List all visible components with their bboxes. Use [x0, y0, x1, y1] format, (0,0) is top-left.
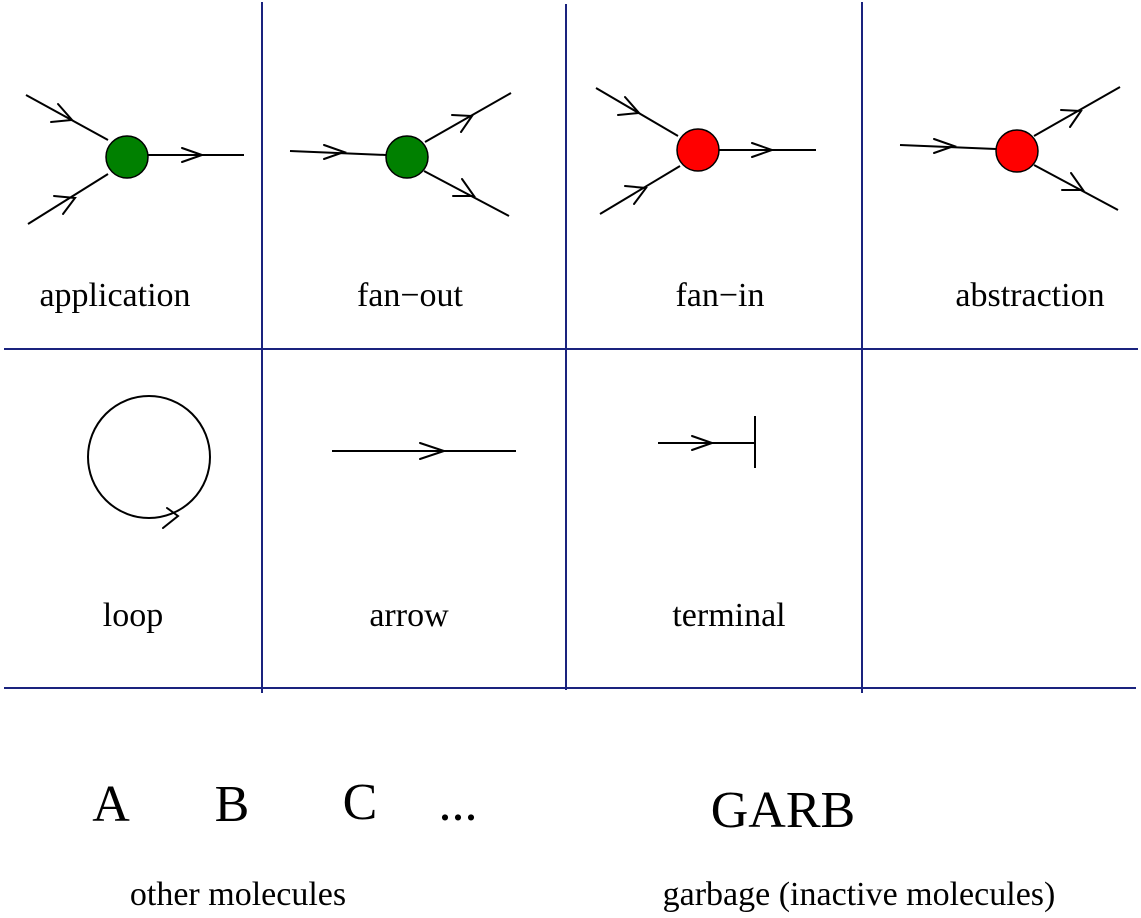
abstraction-output-arrowhead-1	[1060, 109, 1083, 128]
fan-in-node-red	[676, 128, 720, 172]
application-node-green	[105, 135, 149, 179]
fan-in-input-edge-2	[599, 165, 681, 215]
fan-in-input-arrowhead-2	[624, 185, 648, 205]
fan-in-input-arrowhead-1	[617, 96, 642, 116]
loop-diagram: loop	[87, 395, 211, 634]
fan-out-node-green	[385, 135, 429, 179]
fan-out-output-edge-2	[423, 170, 510, 217]
application-node-diagram: application	[25, 94, 244, 314]
arrow-arrowhead	[419, 442, 448, 460]
application-label: application	[39, 277, 190, 314]
fan-out-input-edge	[289, 150, 387, 156]
abstraction-output-edge-2	[1033, 164, 1119, 211]
molecule-symbol-b: B	[215, 776, 250, 833]
grid	[4, 2, 1138, 693]
application-input-arrowhead-1	[50, 103, 75, 123]
loop-circle	[87, 395, 211, 519]
fan-out-output-arrowhead-2	[452, 178, 476, 197]
garbage-caption: garbage (inactive molecules)	[663, 876, 1056, 913]
garbage-symbol: GARB	[711, 782, 855, 839]
fan-in-node-diagram: fan−in	[595, 87, 816, 314]
fan-in-label: fan−in	[675, 277, 764, 314]
arrow-label: arrow	[369, 597, 449, 634]
application-input-edge-2	[27, 173, 109, 225]
arrow-diagram: arrow	[332, 442, 516, 634]
fan-out-output-arrowhead-1	[451, 114, 474, 133]
abstraction-node-diagram: abstraction	[899, 86, 1121, 314]
terminal-label: terminal	[672, 597, 785, 634]
molecule-symbol-c: C	[343, 774, 378, 831]
fan-out-label: fan−out	[357, 277, 464, 314]
other-molecules-caption: other molecules	[130, 876, 346, 913]
loop-label: loop	[103, 597, 163, 634]
molecule-symbol-ellipsis: ...	[439, 775, 478, 832]
molecule-symbol-a: A	[92, 776, 130, 833]
fan-out-output-edge-1	[424, 92, 512, 143]
abstraction-input-edge	[899, 144, 997, 150]
abstraction-output-arrowhead-2	[1061, 172, 1085, 191]
loop-arrowhead	[162, 507, 180, 529]
fan-out-input-arrowhead	[323, 144, 348, 160]
application-input-arrowhead-2	[53, 195, 77, 215]
application-output-arrowhead	[181, 147, 206, 163]
abstraction-input-arrowhead	[933, 138, 958, 154]
fan-in-output-arrowhead	[751, 142, 776, 158]
abstraction-label: abstraction	[955, 277, 1104, 314]
terminal-arrowhead	[691, 435, 716, 451]
abstraction-node-red	[995, 129, 1039, 173]
application-input-edge-1	[25, 94, 109, 141]
fan-out-node-diagram: fan−out	[289, 92, 512, 314]
garbage-group: GARB garbage (inactive molecules)	[663, 782, 1056, 913]
other-molecules-group: A B C ... other molecules	[92, 774, 477, 913]
terminal-diagram: terminal	[658, 416, 786, 634]
